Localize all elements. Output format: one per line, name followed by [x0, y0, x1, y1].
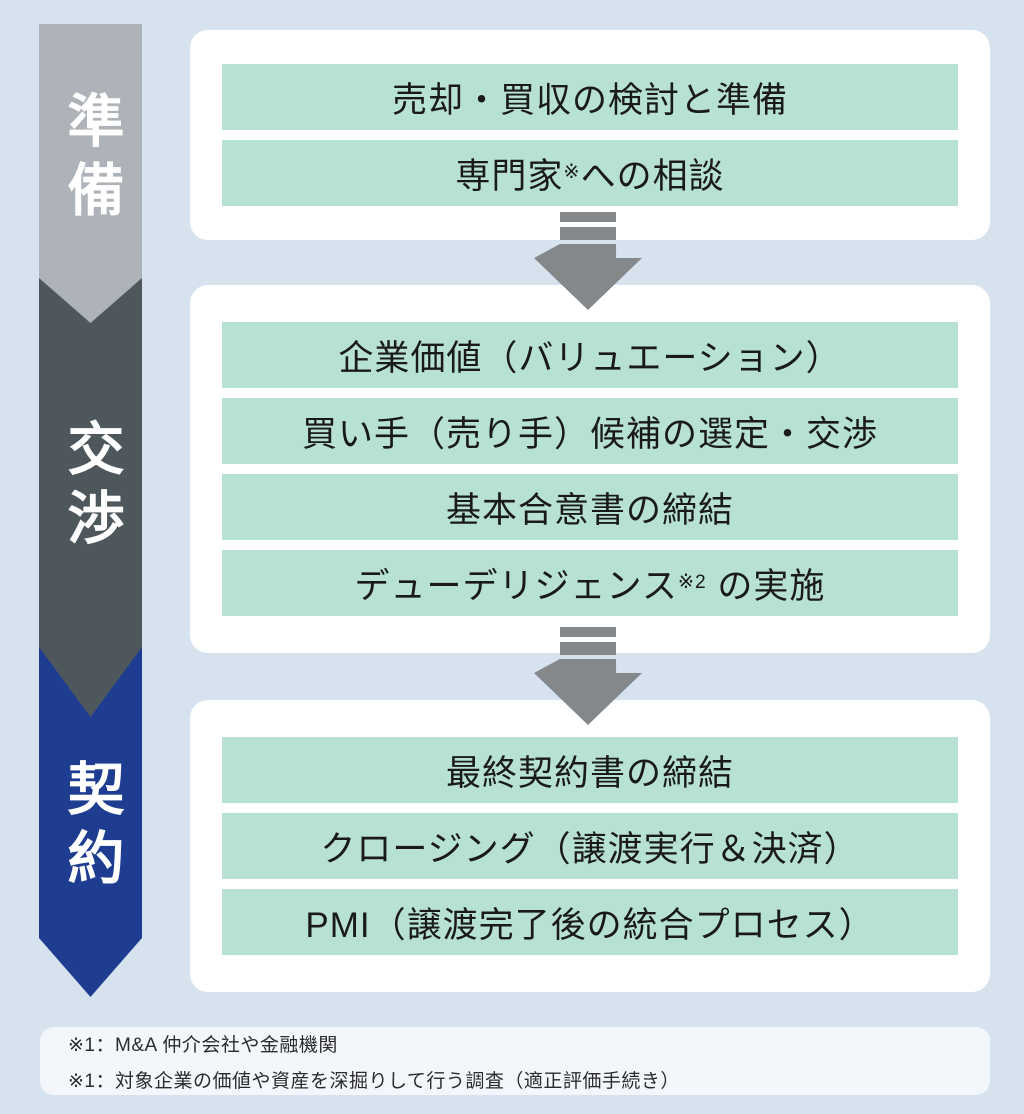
step-bar: クロージング（譲渡実行＆決済） — [222, 813, 958, 879]
phase-arrow: 準備 交渉 契約 — [39, 24, 142, 1004]
step-bar: 企業価値（バリュエーション） — [222, 322, 958, 388]
step-text: 基本合意書の締結 — [445, 490, 734, 530]
step-text: への相談 — [580, 156, 725, 196]
step-text: クロージング（譲渡実行＆決済） — [320, 829, 860, 869]
phase-segment-preparation: 準備 — [39, 24, 142, 323]
step-text: 売却・買収の検討と準備 — [391, 80, 788, 120]
phase-segment-negotiation: 交渉 — [39, 278, 142, 717]
phase-label-negotiation: 交渉 — [59, 419, 123, 557]
down-arrow-icon — [534, 627, 642, 725]
arrow-head — [534, 244, 642, 310]
step-bar: 買い手（売り手）候補の選定・交渉 — [222, 398, 958, 464]
step-bar: PMI（譲渡完了後の統合プロセス） — [222, 889, 958, 955]
step-text: PMI（譲渡完了後の統合プロセス） — [305, 905, 875, 945]
arrow-head — [534, 659, 642, 725]
footnotes-panel: ※1：M&A 仲介会社や金融機関 ※1：対象企業の価値や資産を深掘りして行う調査… — [40, 1027, 990, 1095]
arrow-stripe — [560, 227, 616, 240]
phase-label-preparation: 準備 — [59, 91, 123, 229]
arrow-stripe — [560, 212, 616, 222]
arrow-stripe — [560, 627, 616, 637]
step-bar: 専門家※への相談 — [222, 140, 958, 206]
step-text: の実施 — [706, 566, 826, 606]
step-text: 専門家 — [455, 156, 564, 196]
down-arrow-icon — [534, 212, 642, 310]
card-preparation: 売却・買収の検討と準備 専門家※への相談 — [190, 30, 990, 240]
step-text: 最終契約書の締結 — [445, 753, 734, 793]
card-negotiation: 企業価値（バリュエーション） 買い手（売り手）候補の選定・交渉 基本合意書の締結… — [190, 285, 990, 653]
footnote-line: ※1：対象企業の価値や資産を深掘りして行う調査（適正評価手続き） — [68, 1070, 680, 1092]
step-bar: 基本合意書の締結 — [222, 474, 958, 540]
step-text: 企業価値（バリュエーション） — [338, 338, 842, 378]
step-bar: デューデリジェンス※2 の実施 — [222, 550, 958, 616]
step-bar: 最終契約書の締結 — [222, 737, 958, 803]
phase-label-contract: 契約 — [59, 758, 123, 897]
arrow-stripe — [560, 642, 616, 655]
footnote-line: ※1：M&A 仲介会社や金融機関 — [68, 1034, 338, 1056]
step-text: 買い手（売り手）候補の選定・交渉 — [301, 414, 878, 454]
card-contract: 最終契約書の締結 クロージング（譲渡実行＆決済） PMI（譲渡完了後の統合プロセ… — [190, 700, 990, 992]
step-text: デューデリジェンス — [354, 566, 678, 606]
step-bar: 売却・買収の検討と準備 — [222, 64, 958, 130]
